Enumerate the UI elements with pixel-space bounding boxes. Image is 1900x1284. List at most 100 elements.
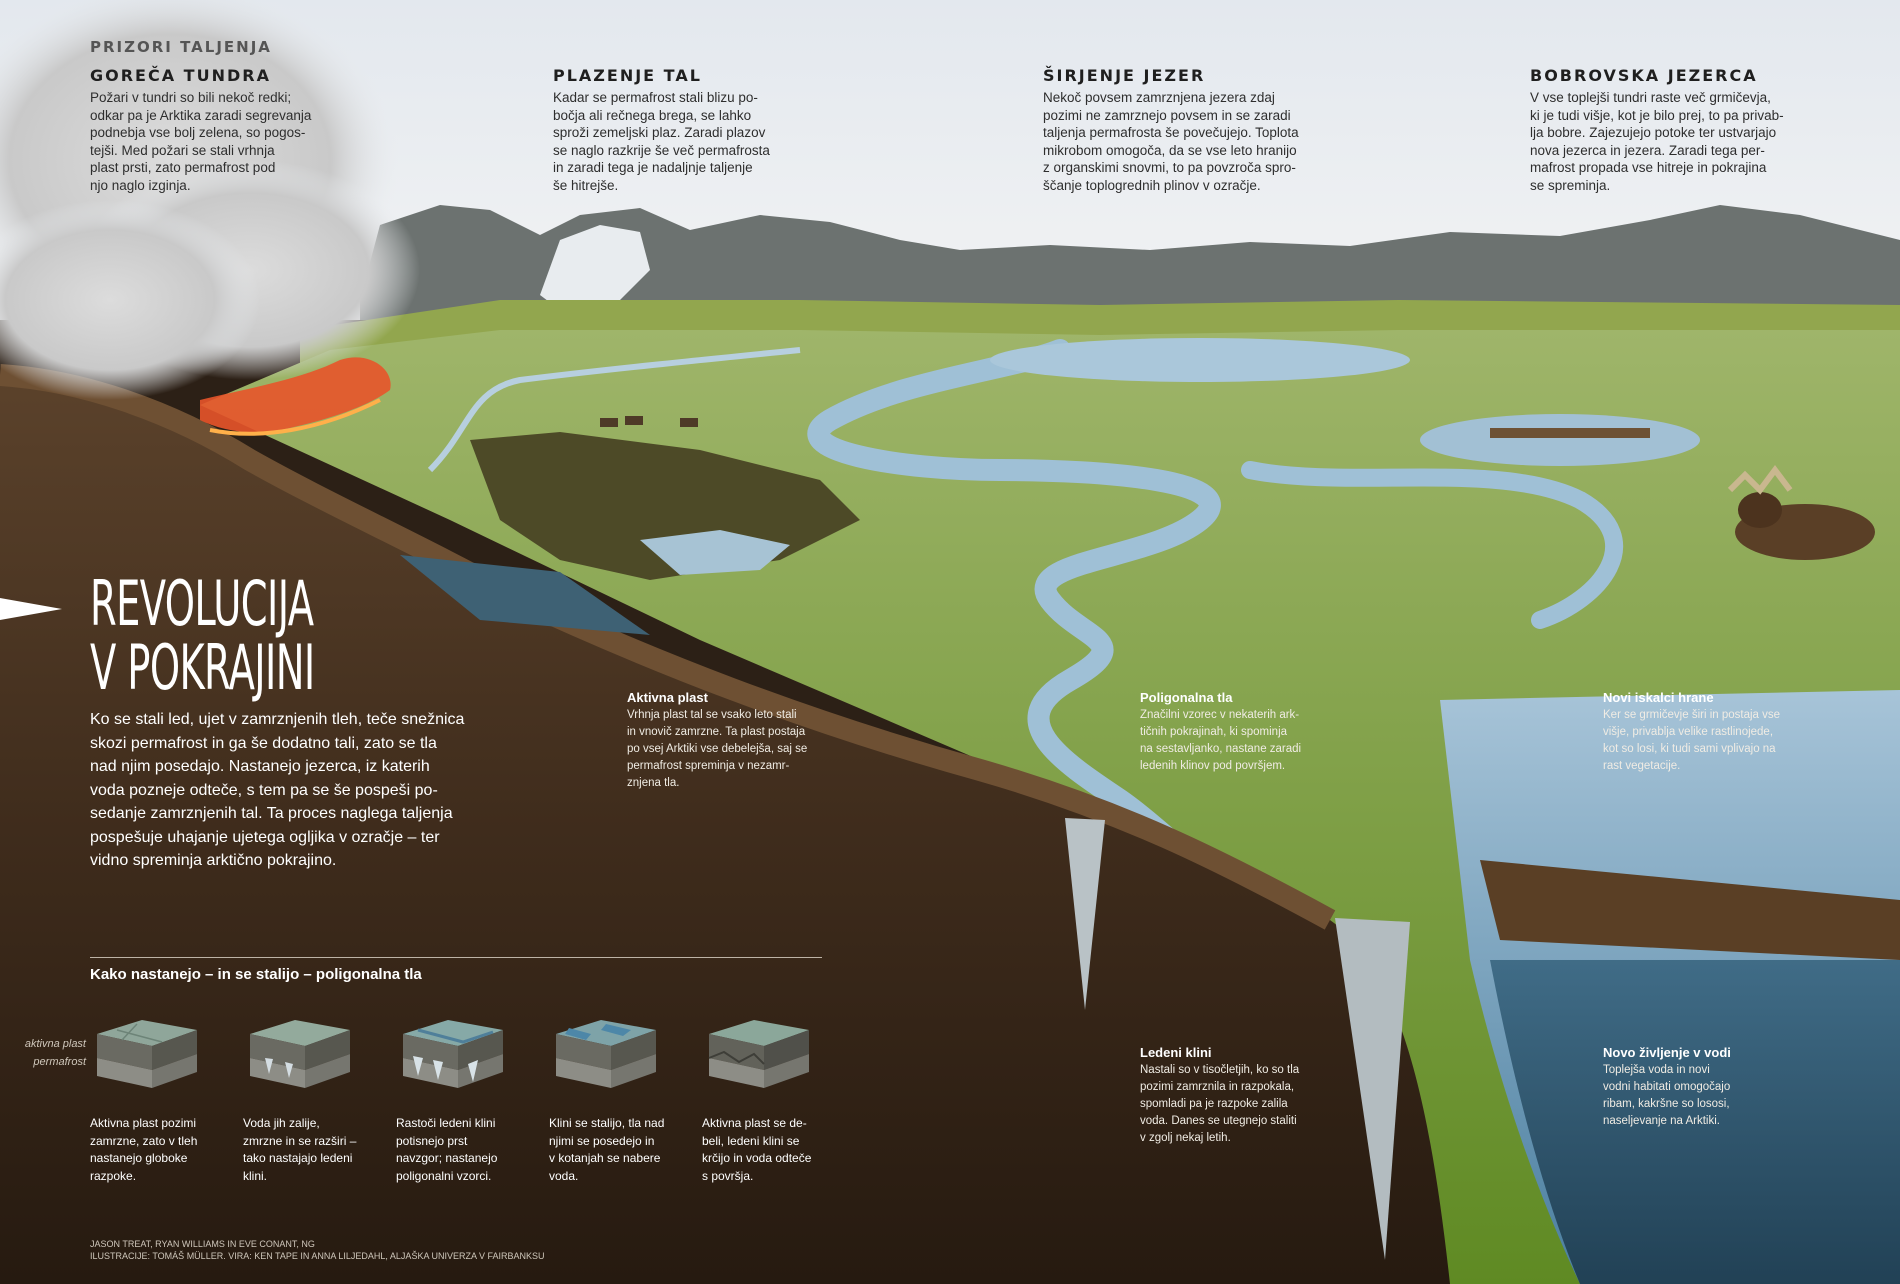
- callout-title: Novi iskalci hrane: [1603, 690, 1714, 705]
- column-sirjenje-jezer: ŠIRJENJE JEZER Nekoč povsem zamrznjena j…: [1043, 66, 1333, 194]
- column-line: sproži zemeljski plaz. Zaradi plazov: [553, 125, 766, 140]
- beaver-lake: [1420, 414, 1700, 466]
- column-line: odkar pa je Arktika zaradi segrevanja: [90, 107, 312, 123]
- callout-title: Poligonalna tla: [1140, 690, 1233, 705]
- callout-line: tičnih pokrajinah, ki spominja: [1140, 726, 1288, 738]
- credits: JASON TREAT, RYAN WILLIAMS IN EVE CONANT…: [90, 1238, 544, 1262]
- callout-line: znjena tla.: [627, 777, 680, 789]
- callout-line: permafrost spreminja v nezamr-: [627, 760, 790, 772]
- callout-line: ledenih klinov pod površjem.: [1140, 760, 1286, 772]
- column-line: pozimi ne zamrznejo povsem in se zaradi: [1043, 107, 1291, 123]
- column-line: njo naglo izginja.: [90, 177, 191, 193]
- step-block-3: [403, 1020, 503, 1088]
- column-line: Požari v tundri so bili nekoč redki;: [90, 90, 292, 105]
- column-line: ščanje toplogrednih plinov v ozračje.: [1043, 177, 1261, 193]
- callout-aktivna-plast: Aktivna plast Vrhnja plast tal se vsako …: [627, 690, 827, 792]
- column-title: PLAZENJE TAL: [553, 66, 702, 85]
- callout-novi-iskalci-hrane: Novi iskalci hrane Ker se grmičevje širi…: [1603, 690, 1803, 775]
- fire-front: [200, 357, 391, 433]
- lead-line: nad njim posedajo. Nastanejo jezerca, iz…: [90, 758, 430, 775]
- beaver-pond-underwater: [1490, 960, 1900, 1284]
- column-line: še hitrejše.: [553, 177, 619, 193]
- headline-pointer-arrow: [0, 598, 62, 620]
- column-line: Kadar se permafrost stali blizu po-: [553, 90, 758, 105]
- column-bobrovska-jezerca: BOBROVSKA JEZERCA V vse toplejši tundri …: [1530, 66, 1820, 194]
- lead-paragraph: Ko se stali led, ujet v zamrznjenih tleh…: [90, 708, 470, 873]
- step-block-4: [556, 1020, 656, 1088]
- step-caption-5: Aktivna plast se de- beli, ledeni klini …: [702, 1115, 827, 1185]
- column-line: se spreminja.: [1530, 177, 1611, 193]
- glacier: [540, 225, 650, 310]
- callout-body: Ker se grmičevje širi in postaja vse viš…: [1603, 707, 1803, 775]
- callout-line: in vnovič zamrzne. Ta plast postaja: [627, 726, 806, 738]
- column-line: mafrost propada vse hitreje in pokrajina: [1530, 160, 1767, 175]
- moose: [1727, 465, 1875, 560]
- step-line: beli, ledeni klini se: [702, 1133, 800, 1148]
- column-plazenje-tal: PLAZENJE TAL Kadar se permafrost stali b…: [553, 66, 823, 194]
- column-body: V vse toplejši tundri raste več grmičevj…: [1530, 89, 1820, 194]
- callout-line: rast vegetacije.: [1603, 760, 1681, 772]
- callout-body: Toplejša voda in novi vodni habitati omo…: [1603, 1062, 1783, 1130]
- step-line: poligonalni vzorci.: [396, 1168, 492, 1183]
- steps-title: Kako nastanejo – in se stalijo – poligon…: [90, 966, 422, 983]
- headline-line-2: V POKRAJINI: [90, 631, 315, 704]
- step-line: njimi se posedejo in: [549, 1133, 655, 1148]
- step-caption-4: Klini se stalijo, tla nad njimi se posed…: [549, 1115, 674, 1185]
- step-line: potisnejo prst: [396, 1133, 468, 1148]
- slump-pond: [640, 530, 790, 575]
- lead-line: pospešuje uhajanje ujetega ogljika v ozr…: [90, 828, 440, 846]
- callout-line: Vrhnja plast tal se vsako leto stali: [627, 709, 797, 721]
- callout-line: kot so losi, ki tudi sami vplivajo na: [1603, 743, 1776, 755]
- callout-line: v zgolj nekaj letih.: [1140, 1132, 1231, 1144]
- lead-line: sedanje zamrznjenih tal. Ta proces nagle…: [90, 805, 453, 822]
- column-line: podnebja vse bolj zelena, so pogos-: [90, 125, 306, 140]
- column-title: ŠIRJENJE JEZER: [1043, 66, 1206, 85]
- river-branch: [1241, 461, 1624, 629]
- step-line: Aktivna plast pozimi: [90, 1116, 197, 1130]
- callout-line: na sestavljanko, nastane zaradi: [1140, 743, 1302, 755]
- column-line: taljenja permafrosta še povečujejo. Topl…: [1043, 125, 1299, 140]
- step-line: navzgor; nastanejo: [396, 1151, 498, 1165]
- lead-line: vidno spreminja arktično pokrajino.: [90, 852, 337, 869]
- step-line: v kotanjah se nabere: [549, 1151, 661, 1165]
- river: [807, 339, 1251, 891]
- callout-ledeni-klini: Ledeni klini Nastali so v tisočletjih, k…: [1140, 1045, 1340, 1147]
- callout-line: višje, privablja velike rastlinojede,: [1603, 726, 1774, 738]
- callout-line: Ker se grmičevje širi in postaja vse: [1603, 709, 1781, 721]
- column-line: ki je tudi višje, kot je bilo prej, to p…: [1530, 107, 1784, 123]
- lead-line: voda pozneje odteče, s tem pa se še posp…: [90, 781, 438, 799]
- step-line: tako nastajajo ledeni: [243, 1151, 353, 1165]
- step-line: s površja.: [702, 1168, 754, 1183]
- column-line: plast prsti, zato permafrost pod: [90, 160, 276, 175]
- callout-body: Nastali so v tisočletjih, ko so tla pozi…: [1140, 1062, 1340, 1147]
- callout-title: Ledeni klini: [1140, 1045, 1212, 1060]
- credit-line: JASON TREAT, RYAN WILLIAMS IN EVE CONANT…: [90, 1239, 315, 1249]
- callout-line: Značilni vzorec v nekaterih ark-: [1140, 709, 1300, 721]
- credit-line: ILUSTRACIJE: TOMÁŠ MÜLLER. VIRA: KEN TAP…: [90, 1251, 545, 1261]
- beaver-dam-near: [1480, 860, 1900, 960]
- column-line: mikrobom omogoča, da se vse leto hranijo: [1043, 142, 1297, 158]
- caribou: [600, 416, 698, 427]
- step-caption-1: Aktivna plast pozimi zamrzne, zato v tle…: [90, 1115, 215, 1185]
- callout-body: Značilni vzorec v nekaterih ark- tičnih …: [1140, 707, 1340, 775]
- step-line: nastanejo globoke: [90, 1151, 188, 1165]
- step-line: razpoke.: [90, 1168, 137, 1183]
- step-block-2: [250, 1020, 350, 1088]
- step-line: Klini se stalijo, tla nad: [549, 1116, 665, 1130]
- step-line: zamrzne, zato v tleh: [90, 1133, 198, 1148]
- step-line: Aktivna plast se de-: [702, 1116, 807, 1130]
- step-line: klini.: [243, 1168, 268, 1183]
- callout-title: Aktivna plast: [627, 690, 708, 705]
- page-headline: REVOLUCIJA V POKRAJINI: [90, 572, 315, 700]
- column-line: bočja ali rečnega brega, se lahko: [553, 107, 752, 123]
- beaver-dam: [1490, 428, 1650, 438]
- callout-line: spomladi pa je razpoke zalila: [1140, 1098, 1288, 1110]
- callout-line: ribam, kakršne so lososi,: [1603, 1098, 1730, 1110]
- column-title: BOBROVSKA JEZERCA: [1530, 66, 1758, 85]
- step-block-1: [97, 1020, 197, 1088]
- column-body: Požari v tundri so bili nekoč redki; odk…: [90, 89, 360, 194]
- layer-label-active: aktivna plast: [24, 1038, 86, 1050]
- layer-label-permafrost: permafrost: [33, 1056, 86, 1068]
- column-goreca-tundra: GOREČA TUNDRA Požari v tundri so bili ne…: [90, 66, 360, 194]
